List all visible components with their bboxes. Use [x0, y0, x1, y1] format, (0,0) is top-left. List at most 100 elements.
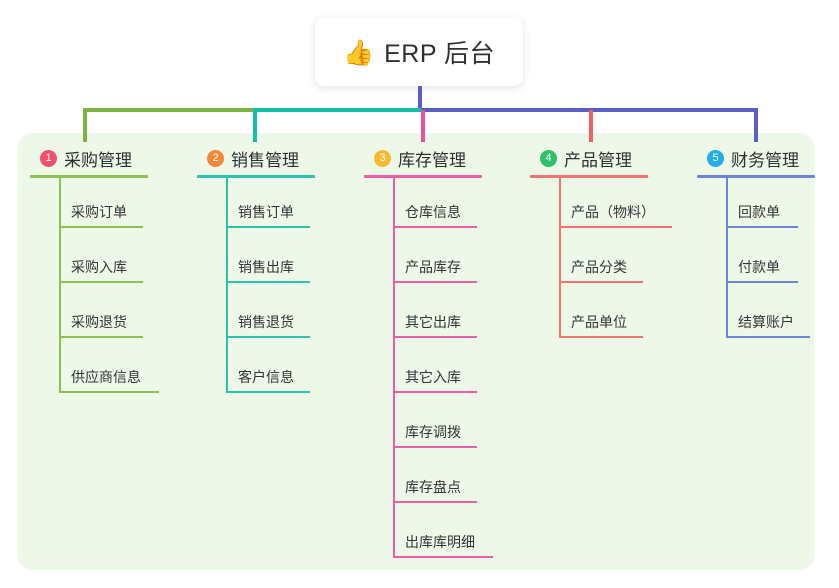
- column-badge-finance: 5: [707, 149, 724, 167]
- branch-spine-product: [559, 178, 561, 336]
- leaf-label: 回款单: [738, 204, 780, 220]
- bus-green: [83, 108, 253, 112]
- leaf-item[interactable]: 供应商信息: [30, 343, 190, 398]
- leaf-label: 产品库存: [405, 259, 461, 275]
- leaf-item[interactable]: 产品分类: [530, 233, 700, 288]
- column-sales: 2 销售管理销售订单销售出库销售退货客户信息: [197, 146, 357, 398]
- column-rule-sales: [197, 175, 315, 178]
- column-header-product[interactable]: 4 产品管理: [530, 146, 700, 170]
- leaf-item[interactable]: 客户信息: [197, 343, 357, 398]
- column-header-finance[interactable]: 5 财务管理: [697, 146, 839, 170]
- column-header-inventory[interactable]: 3 库存管理: [364, 146, 524, 170]
- bus-teal: [253, 108, 421, 112]
- leaf-rule: [226, 391, 310, 393]
- leaf-item[interactable]: 产品单位: [530, 288, 700, 343]
- leaf-item[interactable]: 付款单: [697, 233, 839, 288]
- leaf-label: 销售退货: [238, 314, 294, 330]
- drop-finance: [754, 110, 758, 142]
- branch-spine-purchasing: [59, 178, 61, 391]
- leaf-item[interactable]: 产品（物料）: [530, 178, 700, 233]
- branch-purchasing: 采购订单采购入库采购退货供应商信息: [30, 178, 190, 398]
- leaf-item[interactable]: 出库库明细: [364, 508, 524, 563]
- column-title-product: 产品管理: [564, 150, 632, 170]
- leaf-item[interactable]: 结算账户: [697, 288, 839, 343]
- column-badge-sales: 2: [207, 149, 224, 167]
- column-product: 4 产品管理产品（物料） 产品分类产品单位: [530, 146, 700, 343]
- leaf-rule: [393, 391, 477, 393]
- leaf-label: 产品分类: [571, 259, 627, 275]
- branch-spine-sales: [226, 178, 228, 391]
- leaf-rule: [559, 226, 672, 228]
- column-title-purchasing: 采购管理: [64, 150, 132, 170]
- column-title-sales: 销售管理: [231, 150, 299, 170]
- leaf-item[interactable]: 采购订单: [30, 178, 190, 233]
- drop-inventory: [421, 110, 425, 142]
- leaf-item[interactable]: 仓库信息: [364, 178, 524, 233]
- diagram-panel: [18, 133, 814, 570]
- leaf-rule: [393, 281, 477, 283]
- leaf-label: 其它出库: [405, 314, 461, 330]
- leaf-label: 产品单位: [571, 314, 627, 330]
- leaf-label: 出库库明细: [405, 534, 475, 550]
- column-rule-product: [530, 175, 648, 178]
- column-title-finance: 财务管理: [731, 150, 799, 170]
- leaf-rule: [59, 281, 143, 283]
- branch-spine-finance: [726, 178, 728, 336]
- leaf-rule: [393, 501, 477, 503]
- root-node-erp-backend[interactable]: 👍 ERP 后台: [315, 18, 523, 86]
- leaf-rule: [726, 336, 810, 338]
- drop-product: [589, 110, 593, 142]
- leaf-label: 采购订单: [71, 204, 127, 220]
- leaf-label: 产品（物料）: [571, 204, 655, 220]
- leaf-label: 采购入库: [71, 259, 127, 275]
- leaf-item[interactable]: 库存盘点: [364, 453, 524, 508]
- leaf-label: 仓库信息: [405, 204, 461, 220]
- leaf-item[interactable]: 采购退货: [30, 288, 190, 343]
- column-inventory: 3 库存管理仓库信息产品库存其它出库其它入库库存调拨库存盘点出库库明细: [364, 146, 524, 563]
- leaf-rule: [226, 226, 310, 228]
- leaf-item[interactable]: 产品库存: [364, 233, 524, 288]
- leaf-rule: [559, 336, 643, 338]
- column-badge-inventory: 3: [374, 149, 391, 167]
- branch-product: 产品（物料） 产品分类产品单位: [530, 178, 700, 343]
- column-rule-inventory: [364, 175, 482, 178]
- leaf-label: 销售订单: [238, 204, 294, 220]
- leaf-rule: [726, 281, 798, 283]
- leaf-label: 销售出库: [238, 259, 294, 275]
- leaf-item[interactable]: 库存调拨: [364, 398, 524, 453]
- column-header-sales[interactable]: 2 销售管理: [197, 146, 357, 170]
- leaf-label: 结算账户: [738, 314, 794, 330]
- leaf-item[interactable]: 销售订单: [197, 178, 357, 233]
- column-title-inventory: 库存管理: [398, 150, 466, 170]
- leaf-label: 库存调拨: [405, 424, 461, 440]
- leaf-rule: [559, 281, 643, 283]
- leaf-item[interactable]: 回款单: [697, 178, 839, 233]
- root-node-title: ERP 后台: [384, 40, 496, 68]
- leaf-rule: [59, 226, 143, 228]
- leaf-item[interactable]: 销售出库: [197, 233, 357, 288]
- root-connector-stem: [418, 86, 422, 111]
- leaf-item[interactable]: 其它入库: [364, 343, 524, 398]
- leaf-label: 采购退货: [71, 314, 127, 330]
- leaf-item[interactable]: 其它出库: [364, 288, 524, 343]
- column-badge-product: 4: [540, 149, 557, 167]
- leaf-rule: [393, 446, 477, 448]
- leaf-rule: [226, 281, 310, 283]
- leaf-rule: [393, 336, 477, 338]
- leaf-rule: [393, 226, 477, 228]
- column-finance: 5 财务管理回款单付款单结算账户: [697, 146, 839, 343]
- leaf-rule: [393, 556, 493, 558]
- drop-purchasing: [83, 110, 87, 142]
- column-rule-purchasing: [30, 175, 148, 178]
- branch-sales: 销售订单销售出库销售退货客户信息: [197, 178, 357, 398]
- leaf-label: 供应商信息: [71, 369, 141, 385]
- leaf-rule: [59, 391, 159, 393]
- leaf-item[interactable]: 采购入库: [30, 233, 190, 288]
- leaf-item[interactable]: 销售退货: [197, 288, 357, 343]
- branch-spine-inventory: [393, 178, 395, 556]
- leaf-label: 付款单: [738, 259, 780, 275]
- branch-finance: 回款单付款单结算账户: [697, 178, 839, 343]
